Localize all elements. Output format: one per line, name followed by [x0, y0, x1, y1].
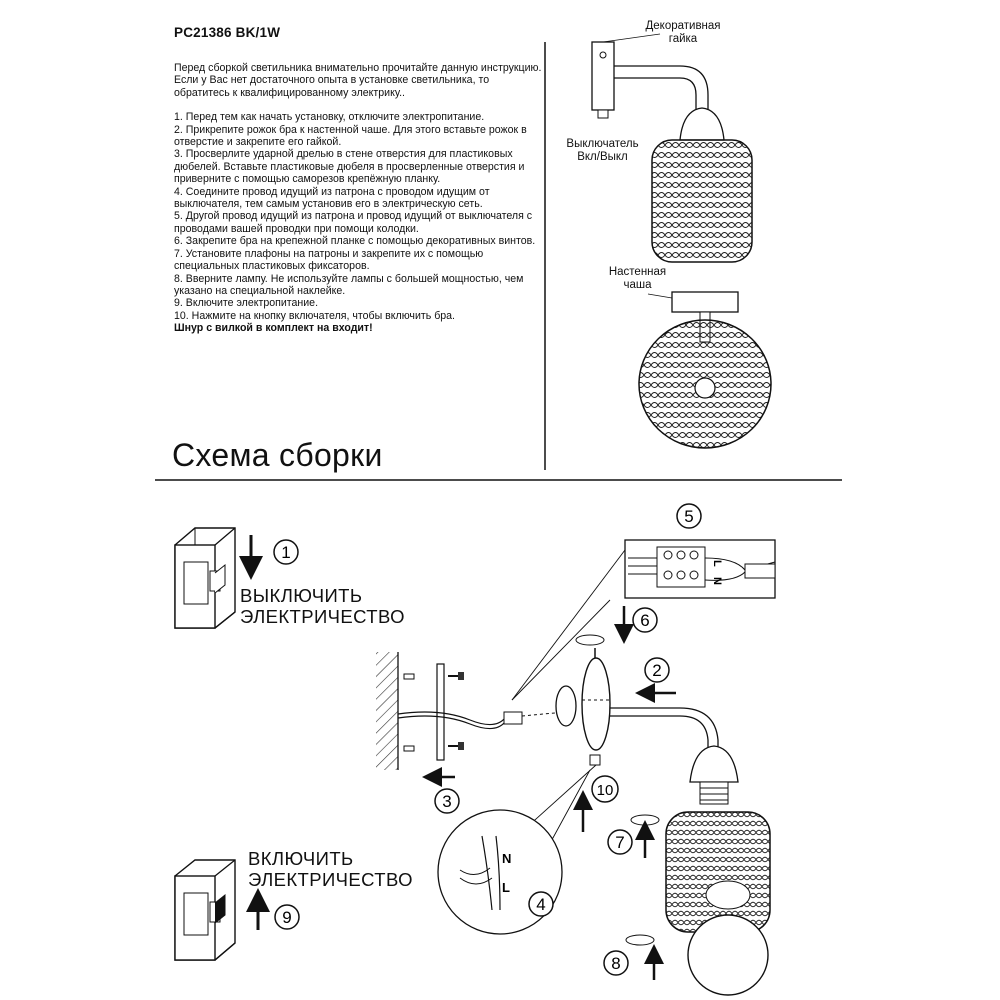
power-off-line1: ВЫКЛЮЧИТЬ: [240, 585, 363, 606]
instructions-intro: Перед сборкой светильника внимательно пр…: [174, 62, 542, 99]
svg-text:3: 3: [442, 792, 451, 811]
rotate-arrow-icon: [575, 634, 605, 646]
svg-text:8: 8: [611, 954, 620, 973]
lamp-bulb: [687, 914, 769, 996]
screw-icon: [458, 742, 464, 750]
callout-line: [511, 599, 611, 701]
dowel: [403, 673, 415, 680]
mains-wires: [397, 711, 506, 726]
decorative-nut-label-line2: гайка: [668, 33, 698, 45]
wall-cup-assembly: [555, 634, 719, 766]
terminal-label-l: L: [711, 560, 723, 567]
terminal-label-n: N: [711, 577, 723, 585]
instruction-step: 10. Нажмите на кнопку включателя, чтобы …: [174, 309, 455, 322]
wall-cup-label-line2: чаша: [623, 279, 652, 291]
rotate-arrow-icon: [625, 934, 655, 946]
step-8-badge: 8: [603, 950, 629, 976]
scheme-title: Схема сборки: [172, 437, 383, 473]
wire-label-n: N: [502, 851, 511, 866]
power-off-label: ВЫКЛЮЧИТЬ ЭЛЕКТРИЧЕСТВО: [240, 585, 405, 627]
svg-text:9: 9: [282, 908, 291, 927]
step-9-badge: 9: [274, 904, 300, 930]
step-1-badge: 1: [273, 539, 299, 565]
step-6-badge: 6: [632, 607, 658, 633]
instruction-step: 5. Другой провод идущий из патрона и про…: [174, 210, 533, 235]
svg-text:5: 5: [684, 507, 693, 526]
dowel: [403, 745, 415, 752]
product-bottom-view: [638, 291, 772, 449]
power-on-line2: ЭЛЕКТРИЧЕСТВО: [248, 869, 413, 890]
switch-label: Выключатель Вкл/Выкл: [550, 138, 655, 164]
power-off-line2: ЭЛЕКТРИЧЕСТВО: [240, 606, 405, 627]
socket-thread: [699, 781, 729, 805]
step-3-badge: 3: [434, 788, 460, 814]
decorative-nut-icon: [599, 51, 607, 59]
lamp-socket-top: [679, 107, 725, 141]
lamp-arm: [610, 707, 719, 748]
instruction-step: 8. Вверните лампу. Не используйте лампы …: [174, 272, 524, 297]
wall-cup-label: Настенная чаша: [590, 266, 685, 292]
decorative-nut-label-line1: Декоративная: [645, 20, 721, 32]
power-on-label: ВКЛЮЧИТЬ ЭЛЕКТРИЧЕСТВО: [248, 848, 413, 890]
terminal-detail: L N: [624, 539, 776, 599]
instruction-step: 2. Прикрепите рожок бра к настенной чаше…: [174, 123, 527, 149]
step-2-badge: 2: [644, 657, 670, 683]
instruction-step: 9. Включите электропитание.: [174, 297, 319, 310]
model-number: PC21386 BK/1W: [174, 25, 281, 40]
switch-label-line1: Выключатель: [566, 138, 639, 150]
instruction-step: 3. Просверлите ударной дрелью в стене от…: [174, 148, 525, 186]
svg-text:7: 7: [615, 833, 624, 852]
power-on-line1: ВКЛЮЧИТЬ: [248, 848, 354, 869]
svg-text:4: 4: [536, 895, 545, 914]
rotate-arrow-icon: [630, 814, 660, 826]
lamp-arm: [614, 65, 709, 110]
svg-text:6: 6: [640, 611, 649, 630]
switch-label-line2: Вкл/Выкл: [577, 151, 628, 163]
terminal-block-small: [503, 711, 523, 725]
instruction-step: 4. Соедините провод идущий из патрона с …: [174, 185, 490, 211]
step-10-badge: 10: [591, 775, 619, 803]
shade-cylinder: [651, 139, 753, 263]
shade-cylinder: [665, 811, 771, 933]
decorative-nut-label: Декоративная гайка: [628, 20, 738, 46]
screw-icon: [458, 672, 464, 680]
svg-text:1: 1: [281, 543, 290, 562]
lamp-socket: [689, 745, 739, 783]
step-4-badge: 4: [528, 891, 554, 917]
instructions-block: Перед сборкой светильника внимательно пр…: [174, 62, 544, 335]
switch-button: [589, 754, 601, 766]
wall-cup-label-line1: Настенная: [608, 266, 667, 278]
instruction-step: 7. Установите плафоны на патроны и закре…: [174, 247, 484, 273]
product-side-view: [591, 33, 753, 263]
switch-button: [597, 109, 609, 119]
instruction-step: 1. Перед тем как начать установку, отклю…: [174, 111, 485, 124]
wall-cup-icon: [671, 291, 739, 313]
step-5-badge: 5: [676, 503, 702, 529]
socket-end-icon: [694, 377, 716, 399]
instruction-step: 6. Закрепите бра на крепежной планке с п…: [174, 235, 536, 248]
step-7-badge: 7: [607, 829, 633, 855]
switch-box-on: [174, 859, 236, 961]
switch-box-off: [174, 527, 236, 629]
wall-hatch: [376, 652, 398, 770]
warning-text: Шнур с вилкой в комплект на входит!: [174, 322, 373, 335]
wire-label-l: L: [502, 880, 510, 895]
svg-text:10: 10: [597, 782, 614, 799]
svg-text:2: 2: [652, 661, 661, 680]
